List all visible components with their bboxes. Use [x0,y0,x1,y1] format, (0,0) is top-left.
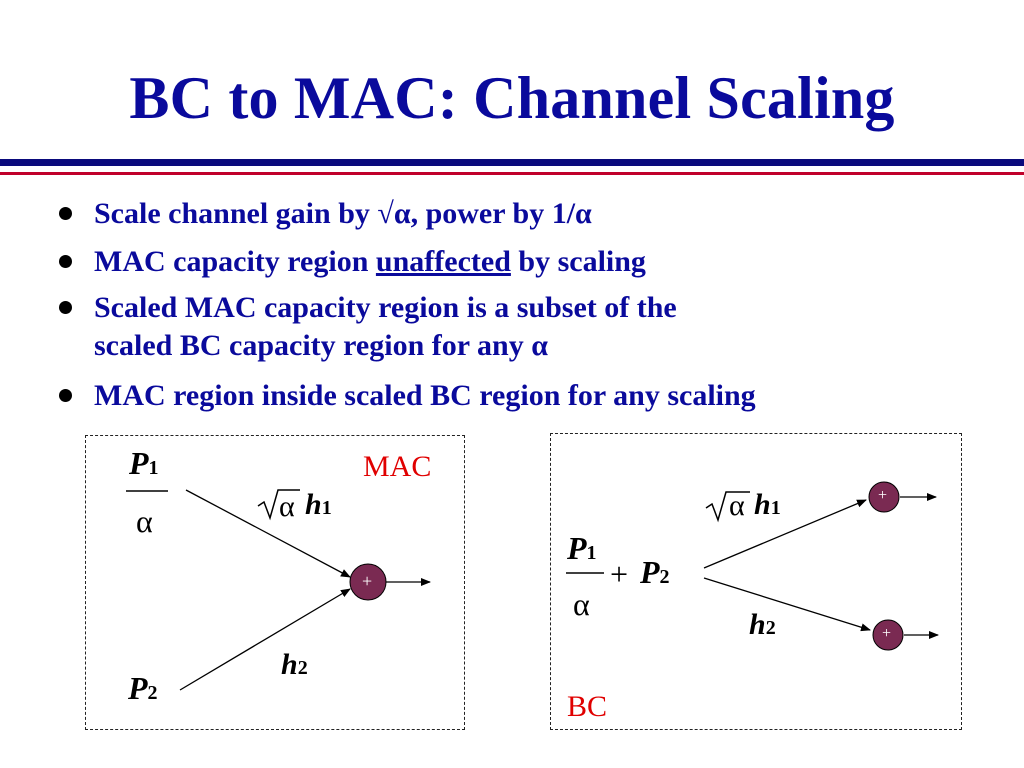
bullet-2-underlined: unaffected [375,245,511,278]
bullet-dot [59,255,72,268]
bc-alpha: α [573,586,590,622]
bc-gain-alpha: α [729,489,745,522]
bullet-1: Scale channel gain by √α, power by 1/α [94,197,592,230]
slide-title: BC to MAC: Channel Scaling [129,65,895,131]
bc-p2: P2 [640,554,670,590]
bullet-2-tail: by scaling [510,245,646,278]
bc-branch-line-2 [703,577,871,632]
bullet-2-text: MAC capacity region [94,245,376,278]
bc-label: BC [567,690,608,723]
bc-adder-circle-2 [872,619,904,651]
mac-p2: P2 [128,670,158,706]
title-divider-red [0,172,1024,175]
bc-plus: + [610,556,629,592]
bullet-3-line-2: scaled BC capacity region for any α [94,329,548,362]
bc-panel [550,433,962,730]
mac-input-line-1 [185,489,351,578]
mac-adder-plus: + [362,571,373,591]
mac-gain-1: h1 [305,488,332,521]
mac-sqrt-sign [257,489,300,521]
mac-gain-alpha: α [279,490,295,523]
mac-label: MAC [363,450,432,483]
title-divider-navy [0,159,1024,166]
bc-adder-plus-1: + [878,487,888,504]
bc-branch-line-1 [703,499,867,569]
bullet-dot [59,389,72,402]
mac-p1: P1 [129,445,159,481]
mac-panel [85,435,465,730]
bc-p1: P1 [567,530,597,566]
mac-input-line-2 [179,588,351,691]
mac-alpha: α [136,503,153,539]
bc-gain-1: h1 [754,488,781,521]
bullet-2: MAC capacity region unaffected by scalin… [94,243,646,281]
bc-adder-plus-2: + [882,625,892,642]
bullet-dot [59,207,72,220]
mac-adder-circle [349,563,387,601]
bullet-3-line-1: Scaled MAC capacity region is a subset o… [94,291,677,324]
bullet-4: MAC region inside scaled BC region for a… [94,379,756,412]
bc-adder-circle-1 [868,481,900,513]
bullet-dot [59,301,72,314]
mac-gain-2: h2 [281,648,308,681]
bc-gain-2: h2 [749,608,776,641]
bc-sqrt-sign [705,491,750,523]
